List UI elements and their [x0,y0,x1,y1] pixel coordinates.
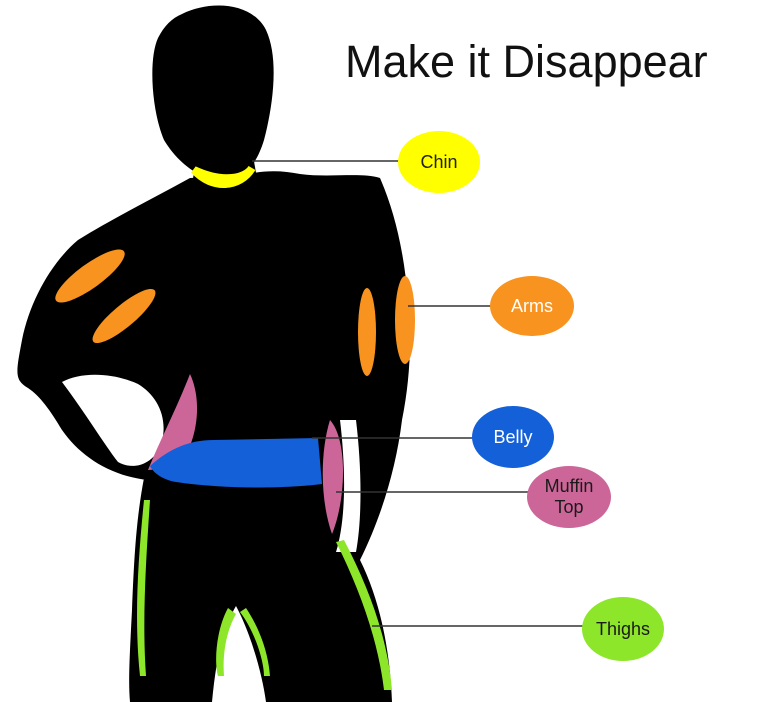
chin-label: Chin [420,152,457,173]
page-title: Make it Disappear [345,36,708,88]
arms-label: Arms [511,296,553,317]
muffin-top-label-line2: Top [545,497,594,518]
muffin-top-label-line1: Muffin [545,476,594,497]
thighs-label: Thighs [596,619,650,640]
chin-bubble: Chin [398,131,480,193]
arms-bubble: Arms [490,276,574,336]
muffin-top-bubble: Muffin Top [527,466,611,528]
silhouette [17,6,410,702]
belly-label: Belly [493,427,532,448]
belly-bubble: Belly [472,406,554,468]
arm-zone-right-outer [395,276,415,364]
thighs-bubble: Thighs [582,597,664,661]
arm-zone-right-inner [358,288,376,376]
